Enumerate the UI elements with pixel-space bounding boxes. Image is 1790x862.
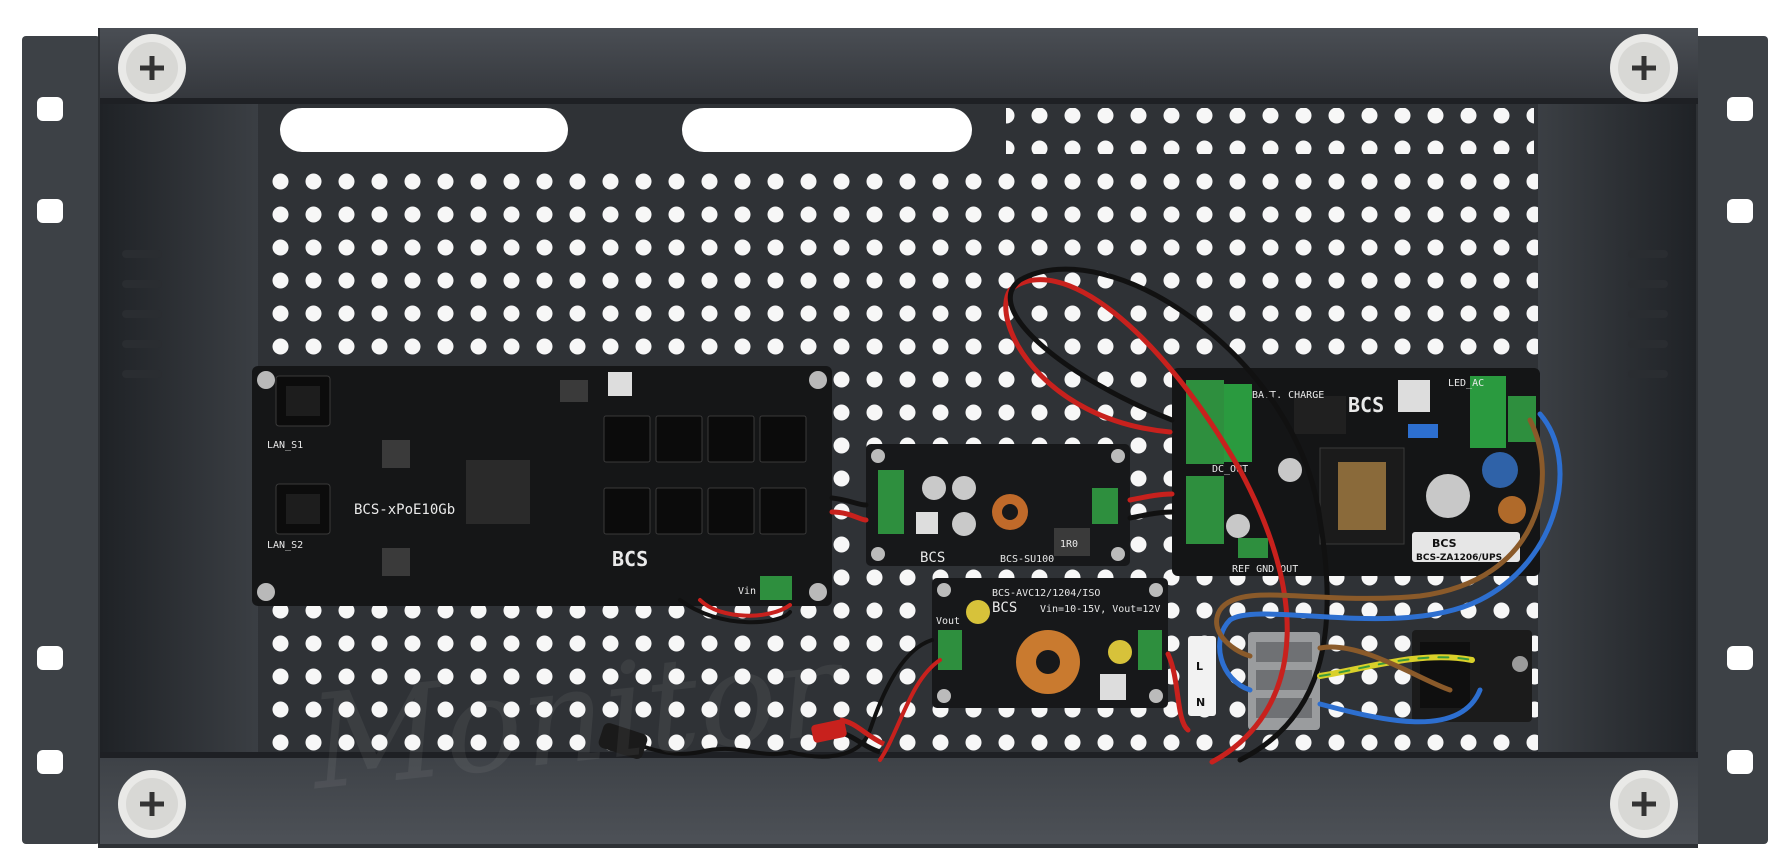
- mains-input-terminal: [1470, 376, 1506, 448]
- rj45-uplink-ports: [275, 375, 331, 535]
- red-wire-loop: [1003, 277, 1290, 765]
- heatsink: [1294, 396, 1346, 434]
- converter-board: BCS-AVC12/1204/ISO BCS Vin=10-15V, Vout=…: [932, 578, 1168, 708]
- cable-slot-left: [280, 108, 568, 152]
- side-vents-left: [122, 250, 162, 378]
- black-wire-loop: [1007, 266, 1330, 763]
- screw-bottom-left: [118, 770, 186, 838]
- switch-brand-logo: BCS: [612, 547, 648, 571]
- screw-bottom-right: [1610, 770, 1678, 838]
- side-vents-right: [1628, 250, 1668, 378]
- rj45-poe-ports: [603, 415, 807, 535]
- mains-l-label: L: [1196, 660, 1203, 673]
- converter-vout-label: Vout: [936, 616, 960, 627]
- screw-top-left: [118, 34, 186, 102]
- wiring: [678, 266, 1563, 765]
- iec-power-socket: [1412, 630, 1532, 722]
- cable-slot-right: [682, 108, 972, 152]
- converter-spec-label: Vin=10-15V, Vout=12V: [1040, 604, 1160, 615]
- bottom-rail: [100, 752, 1698, 844]
- port-label-s2: LAN_S2: [267, 540, 303, 551]
- dc-model-label: BCS-SU100: [1000, 554, 1054, 565]
- bulk-capacitor: [1426, 474, 1470, 518]
- brown-wire: [1214, 417, 1545, 659]
- switch-power-terminal: [760, 576, 792, 600]
- psu-brand-logo: BCS: [1348, 393, 1384, 417]
- dc-brand-logo: BCS: [920, 550, 945, 566]
- psu-batt-label: BATT. CHARGE: [1252, 390, 1324, 401]
- battery-leads: [811, 717, 886, 755]
- rack-ear-left: [22, 36, 100, 844]
- psu-model-sticker: [1412, 532, 1520, 562]
- psu-model-label: BCS-ZA1206/UPS: [1416, 553, 1502, 563]
- dc-output-terminal: [1092, 488, 1118, 524]
- poe-switch-board: LAN_S1 LAN_S2 BCS-xPoE10Gb BCS Vin: [252, 366, 832, 606]
- input-filter-choke: [1482, 452, 1518, 488]
- dc-out-terminal: [1186, 476, 1224, 544]
- power-supply-board: BCS BATT. CHARGE LED_AC DC_OUT REF GND O…: [1172, 368, 1540, 576]
- qr-code: [608, 372, 632, 396]
- rack-ear-right: [1690, 36, 1768, 844]
- mains-n-label: N: [1196, 696, 1205, 709]
- converter-model-label: BCS-AVC12/1204/ISO: [992, 588, 1100, 599]
- dc-input-terminal: [878, 470, 904, 534]
- mains-label: L N: [1188, 636, 1216, 716]
- top-rail: [100, 28, 1698, 104]
- psu-sticker-brand: BCS: [1432, 537, 1457, 550]
- converter-input-terminal: [1138, 630, 1162, 670]
- psu-led-label: LED_AC: [1448, 378, 1484, 389]
- psu-terminal-label: REF GND OUT: [1232, 564, 1298, 575]
- inductor-label: 1R0: [1060, 539, 1078, 550]
- side-wall-right: [1538, 100, 1696, 760]
- dc-plug-cable: [598, 723, 791, 759]
- side-wall-left: [100, 100, 260, 760]
- psu-dc-out-label: DC_OUT: [1212, 464, 1248, 475]
- switch-model-label: BCS-xPoE10Gb: [354, 502, 455, 518]
- blue-wire: [1217, 411, 1563, 693]
- converter-brand-logo: BCS: [992, 600, 1017, 616]
- switch-chip: [466, 460, 530, 524]
- dc-module-board: 1R0 BCS BCS-SU100: [866, 444, 1130, 566]
- switch-vin-label: Vin: [738, 586, 756, 597]
- screw-top-right: [1610, 34, 1678, 102]
- port-label-s1: LAN_S1: [267, 440, 303, 451]
- converter-output-terminal: [938, 630, 962, 670]
